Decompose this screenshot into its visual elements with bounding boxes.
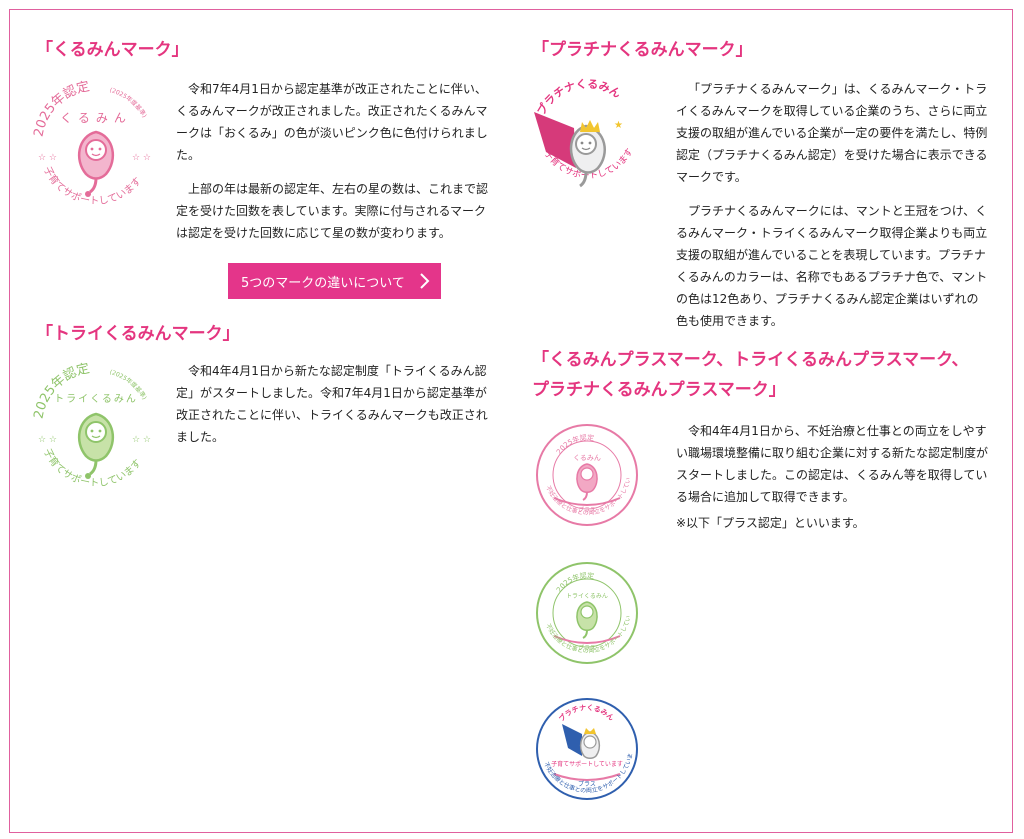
svg-text:☆ ☆: ☆ ☆ bbox=[38, 153, 57, 163]
kurumin-logo: 2025年認定 (2025年度基準) くるみん 子育てサポートしています ☆ ☆… bbox=[31, 79, 151, 204]
svg-text:プラス: プラス bbox=[578, 645, 596, 652]
content-frame bbox=[9, 9, 1013, 833]
svg-text:2025年認定: 2025年認定 bbox=[31, 361, 91, 420]
kurumin-paragraph-1: 令和7年4月1日から認定基準が改正されたことに伴い、くるみんマークが改正されまし… bbox=[176, 82, 488, 162]
tri-heading: 「トライくるみんマーク」 bbox=[36, 324, 240, 344]
plus-paragraph-1: 令和4年4月1日から、不妊治療と仕事との両立をしやすい職場環境整備に取り組む企業… bbox=[676, 424, 989, 504]
svg-text:プラス: プラス bbox=[578, 781, 596, 788]
svg-text:くるみん: くるみん bbox=[573, 454, 601, 462]
svg-text:2025年認定: 2025年認定 bbox=[555, 571, 594, 594]
mark-differences-button[interactable]: 5つのマークの違いについて bbox=[228, 263, 441, 299]
kurumin-paragraph-2: 上部の年は最新の認定年、左右の星の数は、これまで認定を受けた回数を表しています。… bbox=[176, 182, 489, 240]
plus-heading-line-2: プラチナくるみんプラスマーク」 bbox=[532, 380, 786, 400]
svg-text:プラス: プラス bbox=[578, 507, 596, 514]
platinum-paragraph-2: プラチナくるみんマークには、マントと王冠をつけ、くるみんマーク・トライくるみんマ… bbox=[676, 204, 988, 328]
mark-differences-button-label: 5つのマークの違いについて bbox=[241, 275, 405, 291]
svg-text:☆ ☆: ☆ ☆ bbox=[38, 435, 57, 445]
platinum-heading: 「プラチナくるみんマーク」 bbox=[532, 40, 753, 60]
tri-paragraph-1: 令和4年4月1日から新たな認定制度「トライくるみん認定」がスタートしました。令和… bbox=[176, 364, 488, 444]
svg-text:プラチナくるみん: プラチナくるみん bbox=[534, 77, 623, 117]
kurumin-heading: 「くるみんマーク」 bbox=[36, 40, 189, 60]
tri-kurumin-plus-logo: 2025年認定 トライくるみん プラス 不妊治療と仕事との両立をサポートしていま… bbox=[532, 558, 638, 664]
tri-kurumin-logo: 2025年認定 (2025年度基準) トライくるみん 子育てサポートしています … bbox=[31, 361, 151, 486]
svg-text:☆ ☆: ☆ ☆ bbox=[132, 435, 151, 445]
plus-note: ※以下「プラス認定」といいます。 bbox=[676, 516, 865, 530]
svg-text:2025年認定: 2025年認定 bbox=[555, 433, 594, 456]
platinum-paragraph-1: 「プラチナくるみんマーク」は、くるみんマーク・トライくるみんマークを取得している… bbox=[676, 82, 988, 184]
chevron-right-icon bbox=[420, 273, 430, 289]
svg-text:★: ★ bbox=[614, 120, 623, 131]
svg-text:トライくるみん: トライくるみん bbox=[566, 593, 608, 600]
svg-text:2025年認定: 2025年認定 bbox=[31, 79, 91, 138]
svg-text:トライくるみん: トライくるみん bbox=[54, 393, 138, 405]
svg-text:くるみん: くるみん bbox=[60, 111, 132, 125]
svg-text:子育てサポートしています: 子育てサポートしています bbox=[551, 760, 623, 768]
platinum-kurumin-plus-logo: プラチナくるみん 子育てサポートしています プラス 不妊治療と仕事との両立をサポ… bbox=[532, 694, 638, 800]
svg-text:☆ ☆: ☆ ☆ bbox=[132, 153, 151, 163]
kurumin-plus-logo: 2025年認定 くるみん プラス 不妊治療と仕事との両立をサポートしています bbox=[532, 420, 638, 526]
platinum-kurumin-logo: プラチナくるみん 子育てサポートしています ★ bbox=[534, 77, 636, 188]
plus-heading-line-1: 「くるみんプラスマーク、トライくるみんプラスマーク、 bbox=[532, 350, 969, 370]
